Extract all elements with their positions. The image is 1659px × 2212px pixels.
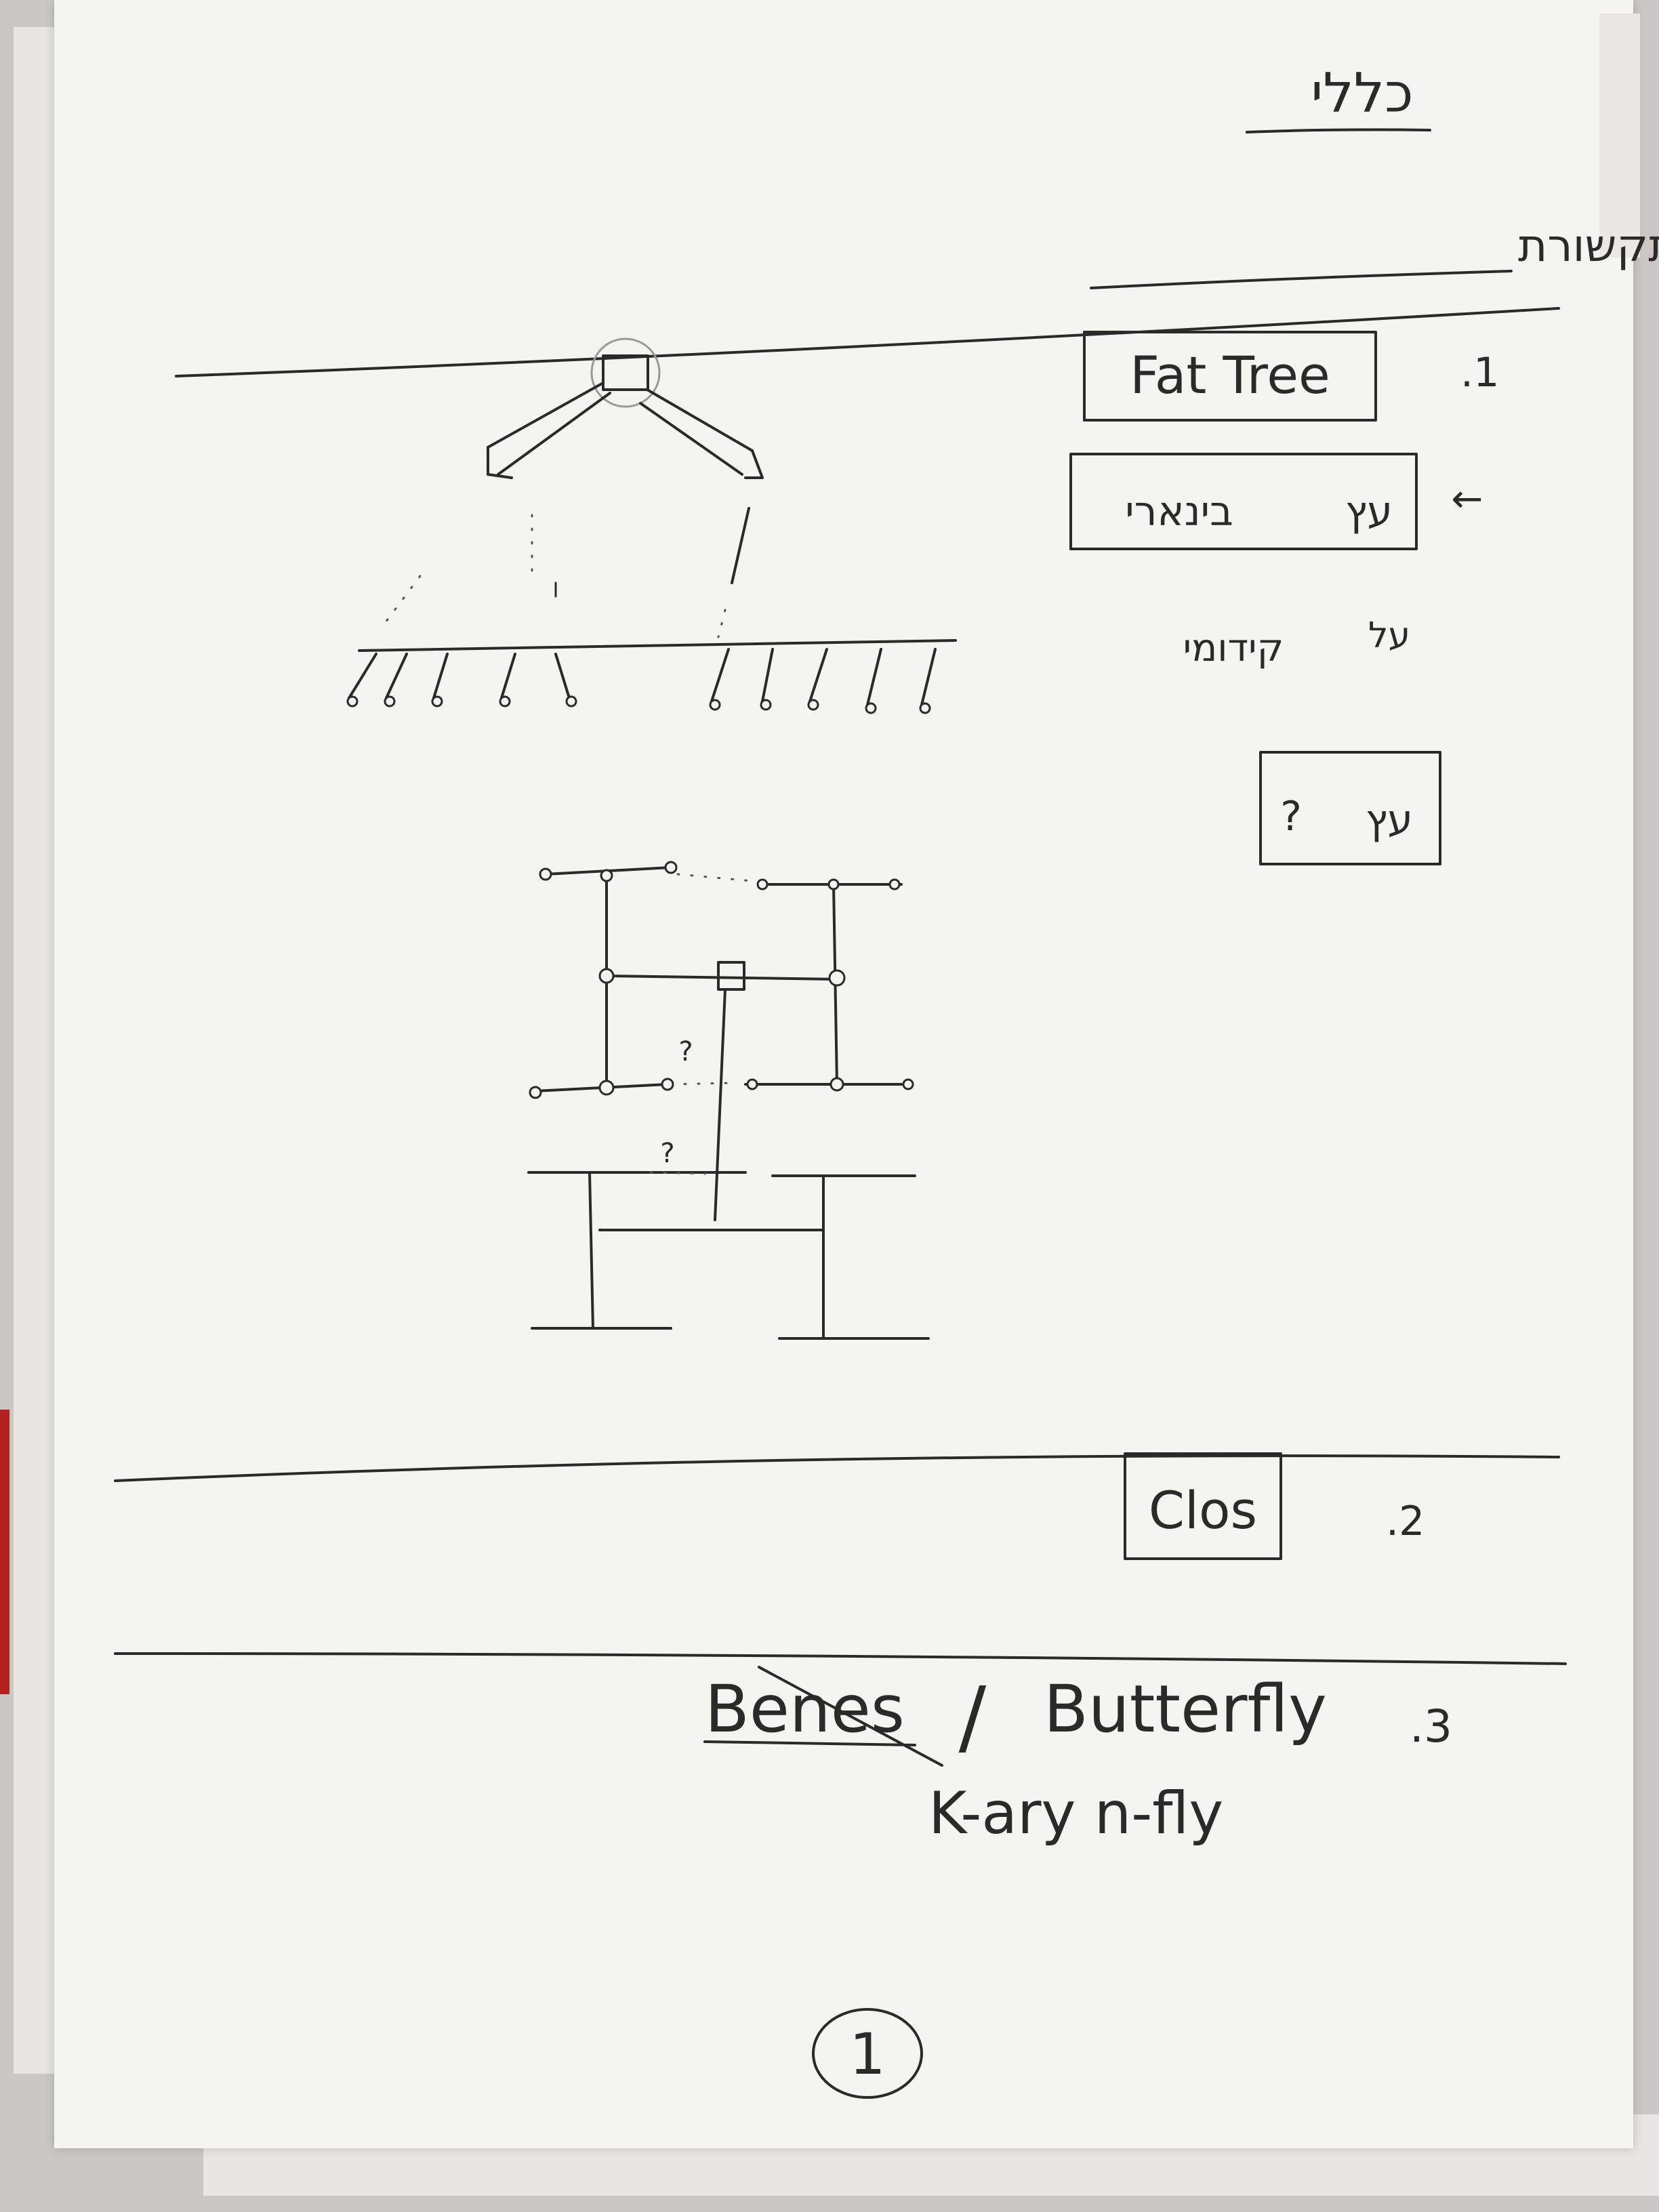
page-number-circle <box>812 2008 923 2099</box>
item-2-text: קידומי <box>1183 626 1284 670</box>
item-2-prefix: על <box>1368 615 1410 656</box>
section-divider-2 <box>114 1454 1560 1482</box>
k-ary-n-fly-label: K-ary n-fly <box>928 1780 1223 1847</box>
fat-tree-label: Fat Tree <box>1130 345 1330 405</box>
clos-box <box>1124 1452 1282 1560</box>
section-3-separator: / <box>959 1671 987 1765</box>
section-2-number: .2 <box>1386 1498 1425 1545</box>
item-1-marker: ← <box>1452 477 1483 521</box>
page-subtitle: רשתות תקשורת <box>1518 220 1659 272</box>
item-1-text: בינארי <box>1125 488 1233 535</box>
paper-sheet <box>54 0 1633 2148</box>
h-tree-sketch: ? ? <box>527 861 930 1340</box>
fat-tree-sketch <box>346 337 957 714</box>
section-3-number: .3 <box>1410 1700 1452 1753</box>
desk-edge <box>0 1410 9 1694</box>
item-1-prefix: עץ <box>1345 488 1393 535</box>
benes-struck-label: Benes <box>705 1671 905 1747</box>
subtitle-underline <box>1090 270 1513 289</box>
fat-tree-box <box>1083 331 1377 422</box>
binary-tree-box <box>1069 453 1418 550</box>
page-title: כללי <box>1311 62 1413 125</box>
printed-edge <box>1599 14 1640 258</box>
h-tree-question-2: ? <box>660 1138 674 1169</box>
page-number: 1 <box>849 2021 885 2087</box>
section-divider-1 <box>175 307 1560 377</box>
title-underline <box>1246 128 1431 134</box>
section-divider-3 <box>114 1652 1567 1665</box>
item-3-prefix: עץ <box>1366 796 1413 844</box>
benes-strikethrough <box>703 1666 943 1767</box>
open-question-box <box>1259 751 1441 865</box>
h-tree-question-1: ? <box>678 1036 693 1067</box>
section-1-number: .1 <box>1460 349 1499 396</box>
clos-label: Clos <box>1149 1480 1257 1540</box>
item-3-question: ? <box>1280 793 1302 840</box>
butterfly-label: Butterfly <box>1044 1671 1327 1747</box>
